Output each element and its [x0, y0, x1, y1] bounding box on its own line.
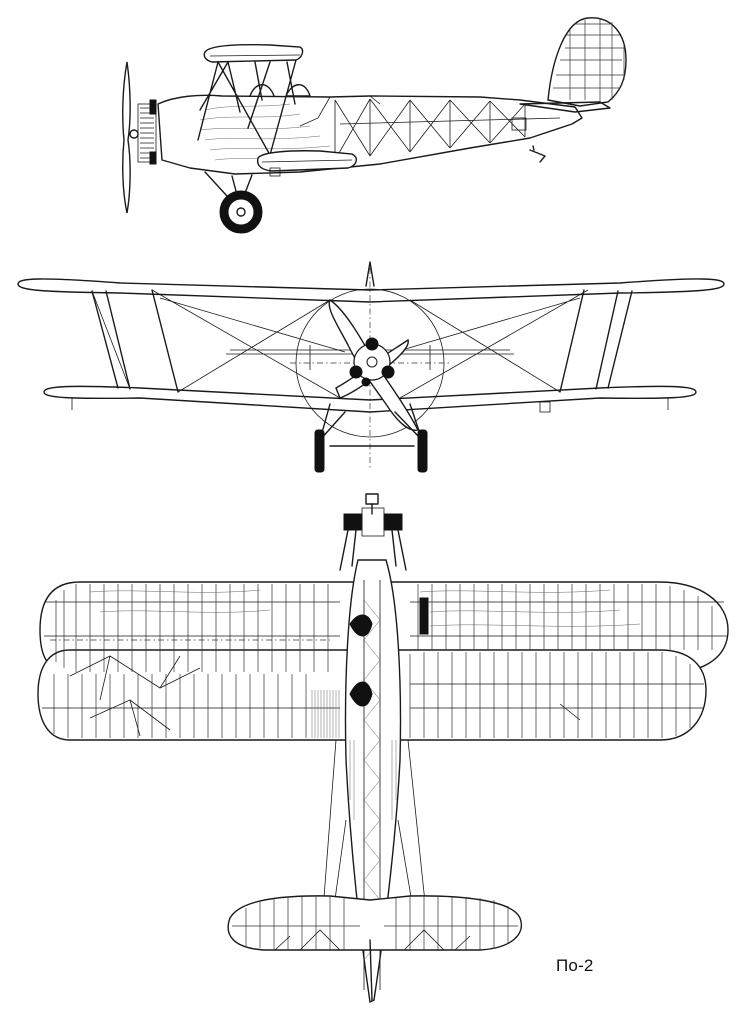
- front-bracing-wires: [91, 289, 589, 399]
- front-wheel-left: [314, 429, 325, 473]
- side-engine: [129, 99, 157, 165]
- top-cockpit-rear: [349, 681, 373, 707]
- top-engine: [339, 493, 407, 571]
- side-view: [122, 17, 627, 234]
- top-strut-marker: [419, 597, 429, 635]
- top-fuselage: [344, 559, 402, 1004]
- top-view: [37, 493, 729, 1004]
- side-upper-wing: [203, 43, 304, 63]
- aircraft-caption: По-2: [556, 956, 594, 975]
- front-view: [17, 261, 725, 473]
- front-landing-gear: [319, 403, 423, 447]
- front-engine: [349, 337, 395, 387]
- side-struts: [197, 59, 297, 156]
- front-wheel-right: [417, 429, 428, 473]
- front-upper-wing: [17, 278, 725, 303]
- side-propeller: [122, 61, 131, 214]
- top-cockpit-front: [349, 614, 373, 637]
- front-lower-wing: [43, 385, 697, 413]
- side-tail-fin: [547, 17, 627, 107]
- top-horizontal-tail: [227, 895, 522, 951]
- side-fuselage-truss: [334, 98, 561, 161]
- front-interplane-struts: [91, 289, 633, 393]
